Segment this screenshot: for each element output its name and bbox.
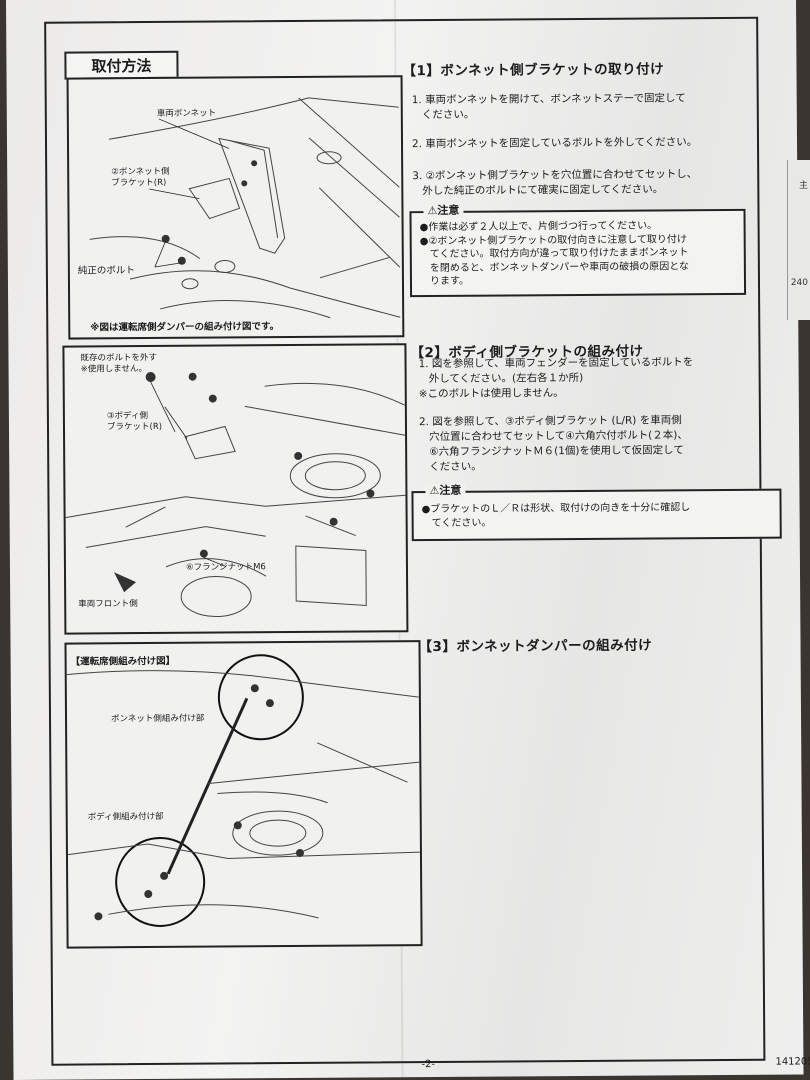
section2-caution-head: ⚠注意 bbox=[425, 483, 466, 498]
figure-body-bracket: 既存のボルトを外す ※使用しません。 ③ボディ側 ブラケット(R) ⑥フランジナ… bbox=[62, 343, 409, 635]
label-flange-nut: ⑥フランジナットM6 bbox=[185, 562, 266, 573]
section2-step-1: 1. 図を参照して、車両フェンダーを固定しているボルトを 外してください。(左右… bbox=[418, 356, 694, 401]
label-original-bolt: 純正のボルト bbox=[77, 265, 135, 277]
figure-driver-side-assembly-drawing bbox=[66, 654, 420, 927]
background-sheet-text-1: 主 bbox=[798, 181, 808, 191]
figure-bonnet-bracket: 車両ボンネット ②ボンネット側 ブラケット(R) 純正のボルト ※図は運転席側ダ… bbox=[66, 75, 405, 340]
front-direction-arrow-icon bbox=[113, 572, 137, 593]
label-bonnet: 車両ボンネット bbox=[156, 108, 217, 119]
section1-title: 【1】ボンネット側ブラケットの取り付け bbox=[402, 61, 665, 80]
document-code: 141205 bbox=[775, 1056, 810, 1068]
figure-body-bracket-drawing bbox=[65, 371, 406, 618]
figure3-title: 【運転席側組み付け図】 bbox=[70, 655, 176, 668]
label-vehicle-front: 車両フロント側 bbox=[78, 599, 138, 610]
label-remove-existing-bolt: 既存のボルトを外す ※使用しません。 bbox=[80, 352, 158, 375]
section1-step-2: 2. 車両ボンネットを固定しているボルトを外してください。 bbox=[411, 136, 698, 151]
section2-caution-line-1: ●ブラケットのＬ／Ｒは形状、取付けの向きを十分に確認し てください。 bbox=[421, 502, 691, 529]
section-title-box: 取付方法 bbox=[64, 50, 179, 80]
section1-caution-box: ⚠注意 ●作業は必ず２人以上で、片側づつ行ってください。 ●②ボンネット側ブラケ… bbox=[409, 203, 747, 298]
label-bonnet-mount: ボンネット側組み付け部 bbox=[110, 713, 205, 725]
background-sheet-text-2: 240 bbox=[790, 278, 808, 288]
section1-step-3: 3. ②ボンネット側ブラケットを穴位置に合わせてセットし、 外した純正のボルトに… bbox=[412, 168, 698, 198]
background-sheet-edge: 主 240 bbox=[787, 160, 810, 320]
section1-caution-line-2: ●②ボンネット側ブラケットの取付向きに注意して取り付け てください。取付方向が違… bbox=[419, 233, 690, 288]
figure-bonnet-bracket-drawing bbox=[89, 97, 401, 319]
section2-step-2: 2. 図を参照して、③ボディ側ブラケット (L/R) を車両側 穴位置に合わせて… bbox=[418, 414, 688, 474]
page-number: -2- bbox=[421, 1059, 436, 1071]
section1-caution-head: ⚠注意 bbox=[423, 203, 464, 218]
figure1-caption: ※図は運転席側ダンパーの組み付け図です。 bbox=[90, 321, 280, 334]
label-body-mount: ボディ側組み付け部 bbox=[87, 811, 164, 823]
label-body-bracket: ③ボディ側 ブラケット(R) bbox=[106, 411, 163, 433]
figure-driver-side-assembly: 【運転席側組み付け図】 ボンネット側組み付け部 ボディ側組み付け部 bbox=[64, 640, 423, 949]
section1-step-1: 1. 車両ボンネットを開けて、ボンネットステーで固定して ください。 bbox=[411, 92, 686, 122]
section3-title: 【3】ボンネットダンパーの組み付け bbox=[418, 637, 653, 656]
label-bonnet-bracket: ②ボンネット側 ブラケット(R) bbox=[111, 166, 170, 189]
section2-caution-box: ⚠注意 ●ブラケットのＬ／Ｒは形状、取付けの向きを十分に確認し てください。 bbox=[411, 483, 782, 542]
instruction-sheet: 取付方法 bbox=[6, 0, 810, 1080]
